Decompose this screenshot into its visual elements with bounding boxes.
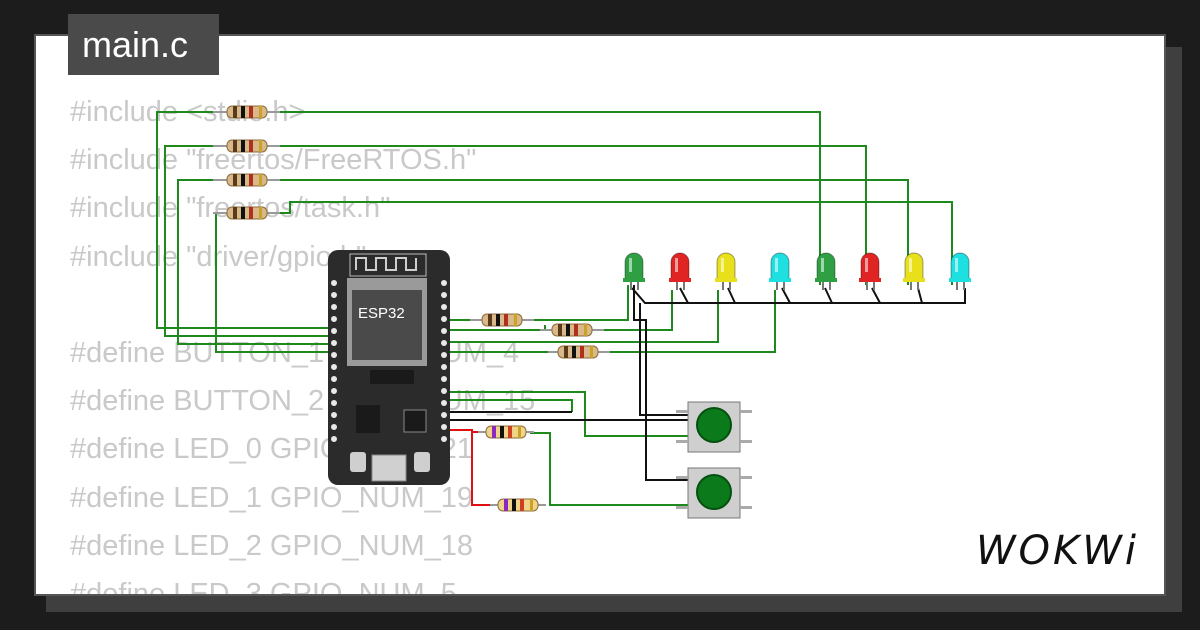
push-button-2[interactable] [676, 467, 752, 519]
wokwi-logo: WOKWi [976, 528, 1139, 574]
led-green [623, 252, 645, 290]
esp32-label: ESP32 [358, 305, 405, 322]
led-yellow [903, 252, 925, 290]
push-button-1[interactable] [676, 401, 752, 453]
led-red [669, 252, 691, 290]
wire-red [445, 429, 490, 506]
led-yellow [715, 252, 737, 290]
code-line: #define LED_3 GPIO_NUM_5 [70, 577, 457, 596]
code-line: #include "freertos/task.h" [70, 192, 391, 225]
code-line: #define LED_1 GPIO_NUM_19 [70, 481, 473, 514]
file-tab[interactable]: main.c [68, 14, 219, 75]
resistors-side [470, 313, 610, 512]
resistors-top [213, 105, 280, 220]
leds-group [623, 252, 971, 290]
wires-green [156, 111, 953, 506]
led-cyan [949, 252, 971, 290]
led-cyan [769, 252, 791, 290]
code-panel: #include <stdio.h>#include "freertos/Fre… [34, 34, 1166, 596]
led-red [859, 252, 881, 290]
wires-black [445, 285, 966, 481]
esp32-board [328, 250, 450, 485]
led-green [815, 252, 837, 290]
code-line: #define LED_2 GPIO_NUM_18 [70, 529, 473, 562]
